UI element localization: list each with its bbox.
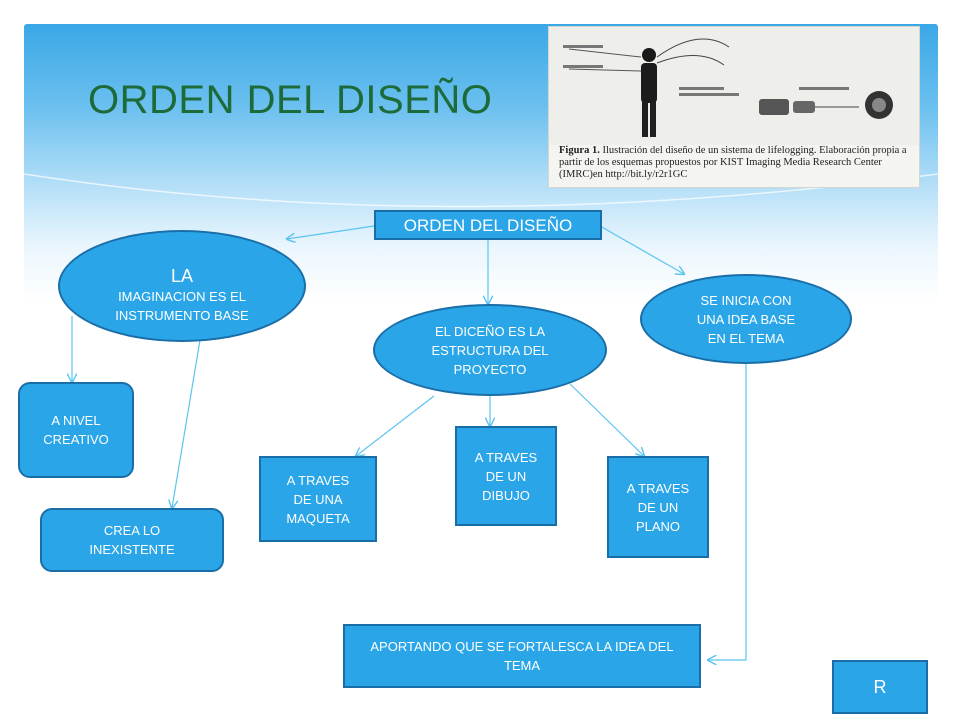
root-node: ORDEN DEL DISEÑO — [374, 210, 602, 240]
figure-caption: Figura 1. Ilustración del diseño de un s… — [559, 145, 913, 181]
node-nivel-creativo: A NIVEL CREATIVO — [18, 382, 134, 478]
slide-title: ORDEN DEL DISEÑO — [88, 78, 493, 122]
lifelogging-illustration — [549, 27, 919, 145]
node-imaginacion-text: IMAGINACION ES EL INSTRUMENTO BASE — [115, 288, 249, 323]
node-plano: A TRAVES DE UN PLANO — [607, 456, 709, 558]
node-idea-base: SE INICIA CON UNA IDEA BASE EN EL TEMA — [640, 274, 852, 364]
node-estructura: EL DICEÑO ES LA ESTRUCTURA DEL PROYECTO — [373, 304, 607, 396]
figure-caption-text: Ilustración del diseño de un sistema de … — [559, 145, 907, 180]
node-dibujo: A TRAVES DE UN DIBUJO — [455, 426, 557, 526]
r-button[interactable]: R — [832, 660, 928, 714]
figure-image: Figura 1. Ilustración del diseño de un s… — [548, 26, 920, 188]
node-imaginacion-lead: LA — [170, 265, 194, 286]
node-maqueta: A TRAVES DE UNA MAQUETA — [259, 456, 377, 542]
node-aportando: APORTANDO QUE SE FORTALESCA LA IDEA DEL … — [343, 624, 701, 688]
connector-imaginacion-crea — [172, 339, 201, 508]
node-imaginacion: LA IMAGINACION ES EL INSTRUMENTO BASE — [58, 230, 306, 342]
figure-caption-label: Figura 1. — [559, 145, 600, 156]
connector-estructura-maqueta — [356, 395, 435, 456]
connector-estructura-plano — [569, 383, 644, 456]
node-crea: CREA LO INEXISTENTE — [40, 508, 224, 572]
connector-idea-aportando — [708, 364, 747, 660]
connector-root-idea — [599, 225, 684, 274]
connector-root-imaginacion — [287, 225, 375, 239]
